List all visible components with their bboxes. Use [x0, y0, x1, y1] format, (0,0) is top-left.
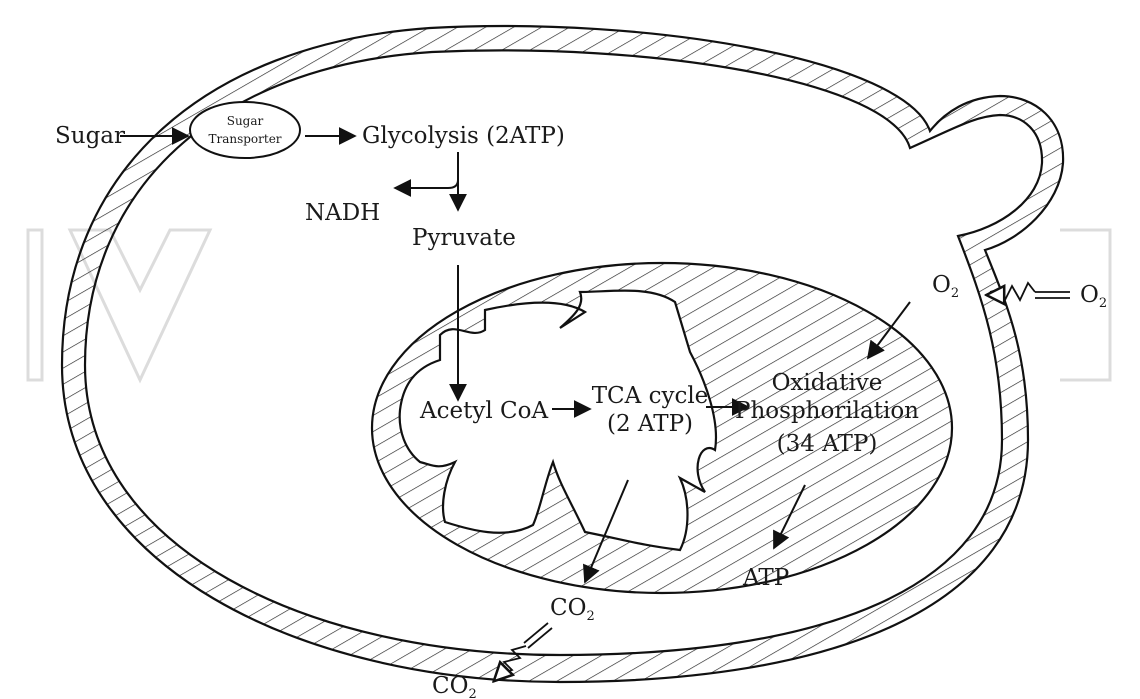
label-tca-line1: TCA cycle: [592, 383, 709, 409]
label-tca-line2: (2 ATP): [607, 411, 693, 437]
sugar-transporter: [190, 102, 300, 158]
label-atp: ATP: [742, 565, 789, 591]
label-glycolysis: Glycolysis (2ATP): [362, 123, 565, 149]
label-acetyl-coa: Acetyl CoA: [419, 398, 548, 424]
label-pyruvate: Pyruvate: [412, 225, 516, 251]
label-transporter-line2: Transporter: [208, 132, 281, 146]
label-transporter-line1: Sugar: [227, 114, 264, 128]
label-co2-inside: CO2: [550, 595, 595, 624]
label-nadh: NADH: [305, 200, 380, 226]
label-oxphos-line2: Phosphorilation: [735, 398, 919, 424]
label-o2-inside: O2: [932, 272, 959, 301]
label-o2-outside: O2: [1080, 282, 1107, 311]
label-oxphos-line3: (34 ATP): [777, 431, 878, 457]
label-sugar: Sugar: [55, 123, 125, 149]
label-oxphos-line1: Oxidative: [772, 370, 883, 396]
